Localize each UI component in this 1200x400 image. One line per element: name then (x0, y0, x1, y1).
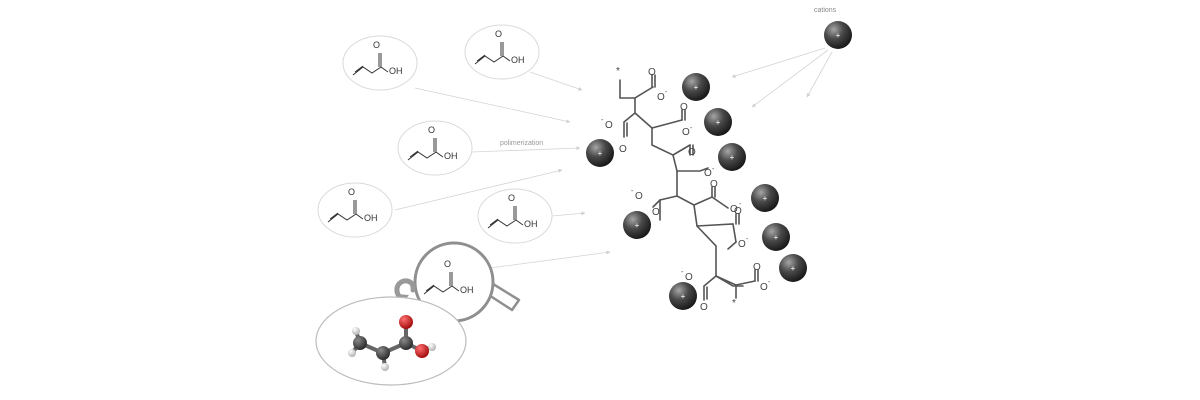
oxygen-label: O (348, 187, 355, 197)
acrylic-acid-monomer-3: O OH (397, 120, 473, 176)
cation-icon: + (586, 139, 614, 167)
hydrogen-atom (352, 327, 360, 335)
chain-labels: * * O O - O - O O O - O O - O - O O O - … (601, 66, 771, 313)
charge-label: - (690, 125, 693, 132)
hydroxyl-label: OH (389, 66, 403, 76)
polyacrylate-chain (619, 74, 759, 301)
charge-label: - (681, 269, 684, 276)
hydroxyl-label: OH (364, 213, 378, 223)
cations-label: cations (814, 7, 837, 14)
carboxylate-oxygen-label: O (760, 282, 768, 293)
carboxylate-oxygen-label: O (685, 272, 693, 283)
oxygen-atom (399, 315, 413, 329)
cation-arrows (731, 47, 833, 108)
3d-molecule-model (315, 296, 467, 386)
hydrogen-atom (428, 343, 436, 351)
charge-label: - (739, 201, 742, 208)
svg-text:+: + (681, 292, 686, 301)
hydroxyl-label: OH (444, 151, 458, 161)
oxygen-label: O (688, 147, 696, 158)
cation-icon: + (682, 73, 710, 101)
cation-icon: + (824, 21, 852, 49)
svg-text:+: + (791, 264, 796, 273)
polymerization-label: polimerization (500, 140, 543, 147)
oxygen-label: O (734, 206, 742, 217)
carboxylate-oxygen-label: O (704, 168, 712, 179)
hydroxyl-label: OH (524, 219, 538, 229)
oxygen-label: O (373, 40, 380, 50)
cations: + + + + + + + + (586, 21, 852, 310)
oxygen-label: O (710, 179, 718, 190)
svg-text:+: + (836, 31, 841, 40)
hydrogen-atom (348, 349, 356, 357)
oxygen-label: O (753, 262, 761, 273)
charge-label: - (665, 89, 668, 96)
cation-icon: + (718, 143, 746, 171)
svg-text:+: + (598, 149, 603, 158)
cation-icon: + (623, 211, 651, 239)
carboxylate-oxygen-label: O (682, 127, 690, 138)
monomer-arrows (394, 71, 611, 269)
carbon-atom (399, 336, 413, 350)
charge-label: - (631, 188, 634, 195)
oxygen-atom (415, 344, 429, 358)
svg-text:+: + (635, 221, 640, 230)
oxygen-label: O (700, 302, 708, 313)
carboxylate-oxygen-label: O (738, 239, 746, 250)
magnifier-icon: O OH (413, 241, 521, 323)
charge-label: - (746, 236, 749, 243)
charge-label: - (712, 166, 715, 173)
svg-text:+: + (774, 233, 779, 242)
end-group-label: * (616, 66, 620, 77)
oxygen-label: O (428, 125, 435, 135)
oxygen-label: O (648, 67, 656, 78)
cation-icon: + (704, 108, 732, 136)
oxygen-label: O (508, 193, 515, 203)
charge-label: - (601, 117, 604, 124)
hydrogen-atom (381, 363, 389, 371)
acrylic-acid-monomer-2: O OH (464, 24, 540, 80)
acrylic-acid-monomer-4: O OH (317, 182, 393, 238)
carboxylate-oxygen-label: O (657, 92, 665, 103)
cation-icon: + (669, 282, 697, 310)
svg-text:+: + (763, 194, 768, 203)
svg-text:+: + (694, 83, 699, 92)
oxygen-label: O (680, 102, 688, 113)
cation-icon: + (762, 223, 790, 251)
svg-text:+: + (730, 153, 735, 162)
end-group-label: * (732, 298, 736, 309)
oxygen-label: O (495, 29, 502, 39)
acrylic-acid-monomer-5: O OH (477, 188, 553, 244)
cation-icon: + (779, 254, 807, 282)
carboxylate-oxygen-label: O (635, 191, 643, 202)
cation-icon: + (751, 184, 779, 212)
carbon-atom (353, 336, 367, 350)
oxygen-label: O (444, 259, 451, 269)
carboxylate-oxygen-label: O (730, 204, 738, 215)
oxygen-label: O (619, 144, 627, 155)
carboxylate-oxygen-label: O (605, 120, 613, 131)
acrylic-acid-monomer-1: O OH (342, 35, 418, 91)
charge-label: - (768, 279, 771, 286)
hydroxyl-label: OH (460, 285, 474, 295)
carbon-atom (376, 346, 390, 360)
svg-text:+: + (716, 118, 721, 127)
hydroxyl-label: OH (511, 55, 525, 65)
oxygen-label: O (652, 207, 660, 218)
